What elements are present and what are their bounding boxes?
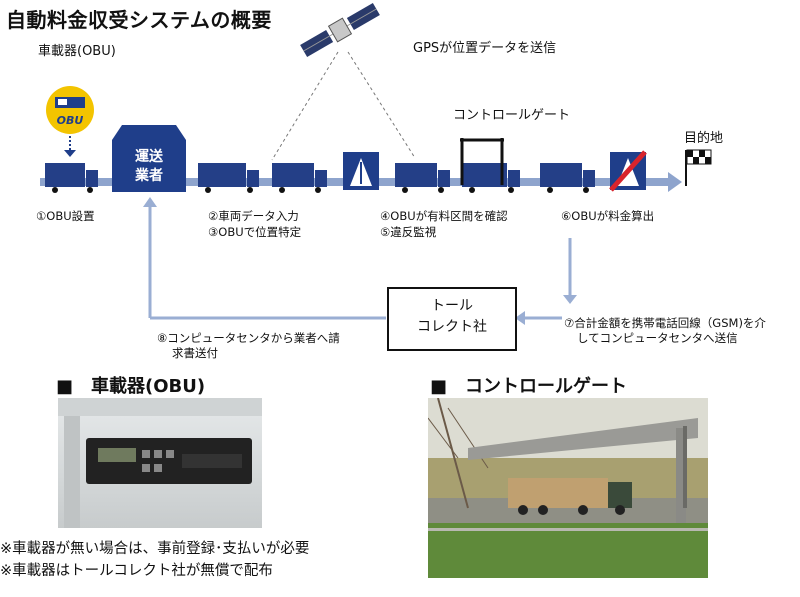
obu-label: 車載器(OBU) (38, 44, 116, 59)
truck-icon-1 (45, 163, 98, 193)
carrier-box-line1: 運送 (135, 149, 163, 165)
gate-photo (428, 398, 708, 578)
satellite-icon (300, 2, 380, 58)
note-2: ※車載器はトールコレクト社が無償で配布 (0, 563, 273, 579)
carrier-box: 運送 業者 (112, 148, 186, 186)
truck-icon-4 (395, 163, 450, 193)
page-title: 自動料金収受システムの概要 (6, 8, 272, 32)
step-6: ⑥OBUが料金算出 (561, 209, 655, 223)
toll-box-line1: トール (431, 298, 473, 314)
obu-device-photo (86, 438, 252, 484)
arrow-down (563, 295, 577, 304)
obu-badge: OBU (57, 114, 84, 127)
gps-signal-line-left (271, 51, 339, 161)
truck-icon-3 (272, 163, 327, 193)
toll-box-line2: コレクト社 (417, 319, 487, 335)
step-3: ③OBUで位置特定 (208, 225, 302, 239)
step-8-line2: 求書送付 (172, 346, 218, 360)
truck-icon-6 (540, 163, 595, 193)
obu-photo (58, 398, 262, 528)
control-gate-label: コントロールゲート (453, 108, 571, 123)
gps-label: GPSが位置データを送信 (413, 41, 557, 56)
arrow-left (515, 311, 525, 325)
step-7-line2: してコンピュータセンタへ送信 (577, 331, 738, 345)
gps-signal-line-right (347, 51, 416, 159)
section-heading-gate: ■ コントロールゲート (430, 376, 628, 397)
step-7-line1: ⑦合計金額を携帯電話回線（GSM)を介 (564, 316, 766, 330)
control-gate-icon (460, 138, 504, 185)
highway-sign-icon (343, 152, 379, 190)
obu-device-icon (46, 86, 94, 134)
step-1: ①OBU設置 (36, 209, 95, 223)
carrier-box-line2: 業者 (135, 168, 163, 184)
note-1: ※車載器が無い場合は、事前登録･支払いが必要 (0, 541, 310, 557)
arrow-up (143, 197, 157, 207)
truck-icon-5 (462, 163, 520, 193)
road-arrow-head (668, 172, 682, 192)
truck-icon-2 (198, 163, 259, 193)
step-8-line1: ⑧コンピュータセンタから業者へ請 (157, 331, 340, 345)
finish-flag-icon (685, 149, 712, 186)
step-5: ⑤違反監視 (380, 225, 437, 239)
step-4: ④OBUが有料区間を確認 (380, 209, 508, 223)
toll-collect-label: トール コレクト社 (388, 296, 516, 338)
step-2: ②車両データ入力 (208, 209, 299, 223)
section-heading-obu: ■ 車載器(OBU) (56, 376, 206, 397)
highway-end-sign-icon (609, 150, 647, 192)
toll-collect-box (387, 287, 517, 351)
destination-label: 目的地 (684, 131, 724, 146)
